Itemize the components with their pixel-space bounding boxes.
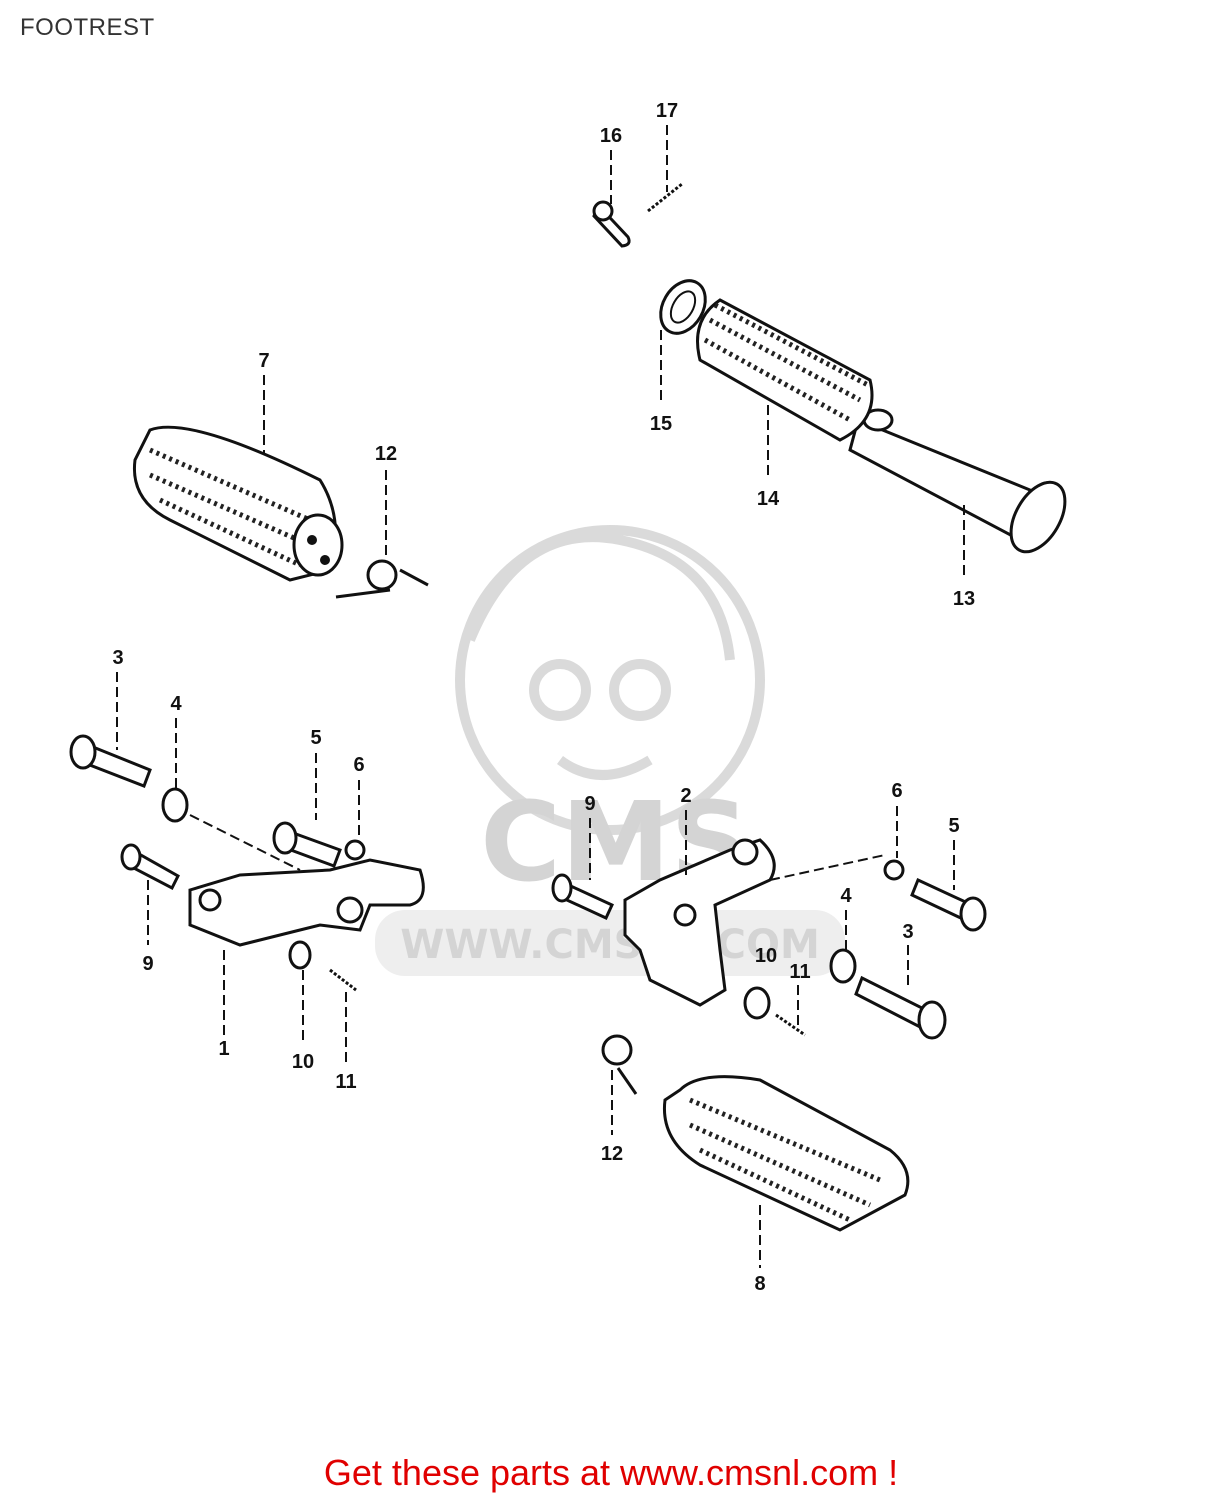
- callout-16: 16: [600, 125, 622, 147]
- part-10-spring-right: [743, 986, 771, 1020]
- part-8-footrest-rubber: [662, 1075, 910, 1232]
- part-5-bolt-right: [910, 877, 987, 932]
- callout-11-right: 11: [789, 961, 810, 983]
- callout-12-upper: 12: [375, 443, 397, 465]
- callout-5-left: 5: [310, 727, 321, 749]
- callout-12-lower: 12: [601, 1143, 623, 1165]
- cms-watermark-logo: CMS WWW.CMSNL.COM: [375, 525, 845, 976]
- part-2-bracket-right: [623, 838, 776, 1007]
- part-11-cotter-left: [329, 968, 357, 992]
- part-12-clip-upper: [335, 559, 429, 599]
- part-17-cotter-pin: [647, 182, 683, 213]
- part-7-footrest-rubber: [132, 425, 344, 582]
- part-9-pin-left: [120, 843, 180, 891]
- callout-17: 17: [656, 100, 678, 122]
- callout-5-right: 5: [948, 815, 959, 837]
- part-10-spring-left: [288, 940, 312, 970]
- link-4-to-bracket: [189, 814, 301, 871]
- callout-4-right: 4: [840, 885, 852, 907]
- part-4-washer-right: [829, 948, 857, 984]
- part-12-clip-lower: [601, 1034, 638, 1095]
- part-16-pin: [592, 200, 631, 248]
- callout-6-left: 6: [353, 754, 364, 776]
- part-13-footrest-bar: [848, 408, 1067, 554]
- page-title: FOOTREST: [20, 14, 155, 41]
- part-14-rear-footrest-rubber: [696, 298, 874, 442]
- callout-7: 7: [258, 350, 269, 372]
- callout-4-left: 4: [170, 693, 182, 715]
- footer-shop-link[interactable]: Get these parts at www.cmsnl.com !: [323, 1452, 899, 1493]
- callout-3-left: 3: [112, 647, 123, 669]
- callout-11-left: 11: [335, 1071, 356, 1093]
- footer: Get these parts at www.cmsnl.com !: [0, 1452, 1222, 1494]
- callout-10-left: 10: [292, 1051, 314, 1073]
- part-6-nut-left: [344, 839, 366, 861]
- part-15-washer: [659, 279, 707, 335]
- part-6-nut-right: [883, 859, 905, 881]
- part-3-bolt-right: [854, 975, 947, 1040]
- callout-2: 2: [680, 785, 691, 807]
- callout-9-right: 9: [584, 793, 595, 815]
- part-9-pin-right: [551, 873, 614, 920]
- callout-6-right: 6: [891, 780, 902, 802]
- part-1-bracket-left: [188, 858, 425, 947]
- part-3-bolt-left: [69, 734, 152, 788]
- callout-10-right: 10: [755, 945, 777, 967]
- watermark-url: WWW.CMSNL.COM: [400, 922, 820, 968]
- callout-3-right: 3: [902, 921, 913, 943]
- callout-8: 8: [754, 1273, 765, 1295]
- callout-14: 14: [757, 488, 780, 510]
- part-5-bolt-left: [272, 821, 342, 868]
- callout-13: 13: [953, 588, 975, 610]
- callout-15: 15: [650, 413, 672, 435]
- part-4-washer-left: [161, 787, 189, 823]
- part-11-cotter-right: [775, 1013, 806, 1037]
- callout-1: 1: [218, 1038, 229, 1060]
- callout-9-left: 9: [142, 953, 153, 975]
- link-6-to-bracket: [769, 854, 886, 881]
